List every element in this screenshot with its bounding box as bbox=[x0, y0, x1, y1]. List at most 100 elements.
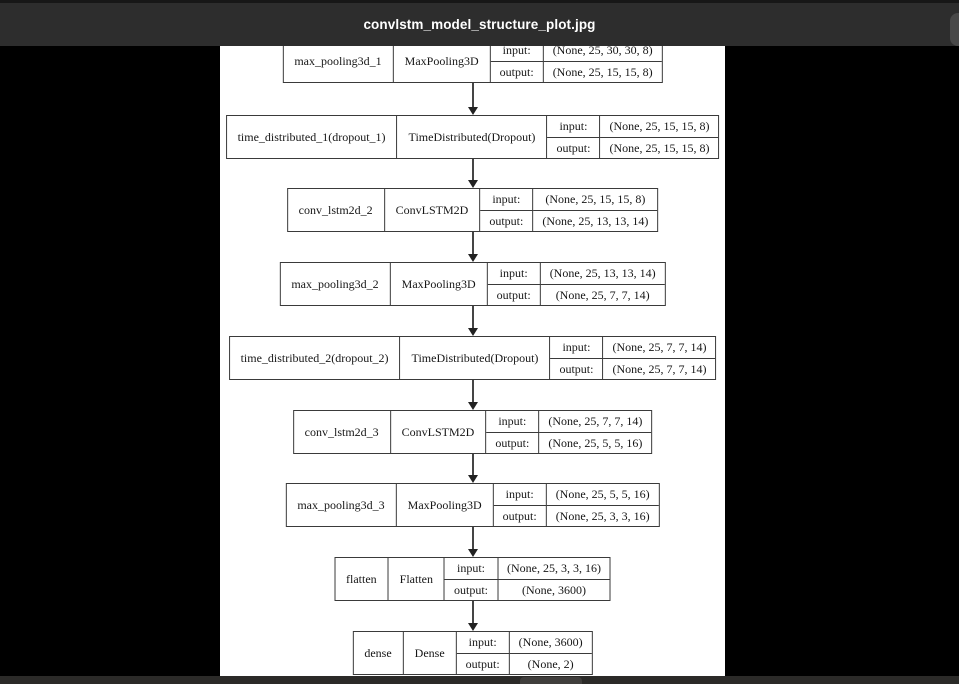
dock-item[interactable] bbox=[520, 677, 582, 684]
layer-type-cell: MaxPooling3D bbox=[392, 46, 491, 82]
flow-arrow bbox=[467, 380, 479, 410]
window-title: convlstm_model_structure_plot.jpg bbox=[363, 17, 596, 32]
output-label-cell: output: bbox=[456, 653, 510, 674]
output-label-cell: output: bbox=[550, 358, 604, 379]
arrow-head-icon bbox=[467, 254, 478, 262]
output-label-cell: output: bbox=[493, 505, 547, 526]
output-label-cell: output: bbox=[487, 284, 541, 305]
arrow-shaft bbox=[471, 232, 474, 256]
arrow-shaft bbox=[471, 527, 474, 551]
layer-name-cell: conv_lstm2d_3 bbox=[304, 424, 379, 439]
arrow-shaft bbox=[471, 380, 474, 404]
taskbar bbox=[0, 676, 959, 684]
layer-node: max_pooling3d_3 MaxPooling3D input: (Non… bbox=[285, 483, 660, 527]
output-shape-cell: (None, 25, 3, 3, 16) bbox=[546, 505, 659, 526]
layer-name-cell: time_distributed_1(dropout_1) bbox=[237, 129, 386, 144]
layer-type-cell: ConvLSTM2D bbox=[389, 411, 487, 453]
layer-type-cell: TimeDistributed(Dropout) bbox=[399, 337, 551, 379]
input-shape-cell: (None, 3600) bbox=[518, 635, 583, 649]
layer-name-cell: dense bbox=[364, 645, 392, 660]
input-shape-cell: (None, 25, 7, 7, 14) bbox=[548, 414, 643, 428]
input-label-cell: input: bbox=[457, 632, 510, 653]
input-shape-cell: (None, 25, 5, 5, 16) bbox=[555, 487, 650, 501]
output-shape-cell: (None, 25, 7, 7, 14) bbox=[540, 284, 665, 305]
io-table: input: (None, 25, 5, 5, 16) output: (Non… bbox=[493, 484, 659, 526]
output-label-cell: output: bbox=[444, 579, 499, 600]
io-table: input: (None, 25, 7, 7, 14) output: (Non… bbox=[550, 337, 716, 379]
input-shape-cell: (None, 25, 3, 3, 16) bbox=[507, 561, 601, 575]
arrow-shaft bbox=[471, 306, 474, 330]
layer-type-cell: TimeDistributed(Dropout) bbox=[396, 116, 548, 158]
flow-arrow bbox=[467, 306, 479, 336]
layer-type-cell: MaxPooling3D bbox=[389, 263, 488, 305]
layer-node: max_pooling3d_2 MaxPooling3D input: (Non… bbox=[279, 262, 666, 306]
layer-name-cell: time_distributed_2(dropout_2) bbox=[240, 350, 389, 365]
arrow-head-icon bbox=[467, 107, 478, 115]
input-label-cell: input: bbox=[494, 484, 547, 505]
layer-name-cell: max_pooling3d_3 bbox=[297, 497, 385, 512]
flow-arrow bbox=[467, 83, 479, 115]
output-label-cell: output: bbox=[547, 137, 601, 158]
flow-arrow bbox=[467, 601, 479, 631]
header-menu-button[interactable] bbox=[950, 13, 959, 46]
arrow-head-icon bbox=[467, 402, 478, 410]
input-label-cell: input: bbox=[445, 558, 499, 579]
arrow-head-icon bbox=[467, 180, 478, 188]
layer-name-cell: max_pooling3d_2 bbox=[291, 276, 379, 291]
output-label-cell: output: bbox=[480, 210, 534, 231]
layer-node: flatten Flatten input: (None, 25, 3, 3, … bbox=[334, 557, 611, 601]
io-table: input: (None, 25, 3, 3, 16) output: (Non… bbox=[444, 558, 610, 600]
output-shape-cell: (None, 25, 15, 15, 8) bbox=[600, 137, 719, 158]
titlebar[interactable]: convlstm_model_structure_plot.jpg bbox=[0, 3, 959, 46]
output-label-cell: output: bbox=[486, 432, 540, 453]
input-shape-cell: (None, 25, 13, 13, 14) bbox=[549, 266, 656, 280]
input-label-cell: input: bbox=[488, 263, 541, 284]
output-label-cell: output: bbox=[490, 61, 544, 82]
io-table: input: (None, 25, 15, 15, 8) output: (No… bbox=[547, 116, 719, 158]
arrow-shaft bbox=[471, 159, 474, 182]
io-table: input: (None, 3600) output: (None, 2) bbox=[456, 632, 592, 674]
io-table: input: (None, 25, 15, 15, 8) output: (No… bbox=[480, 189, 658, 231]
arrow-shaft bbox=[471, 454, 474, 477]
layer-node: conv_lstm2d_2 ConvLSTM2D input: (None, 2… bbox=[286, 188, 659, 232]
output-shape-cell: (None, 25, 7, 7, 14) bbox=[603, 358, 716, 379]
input-shape-cell: (None, 25, 7, 7, 14) bbox=[612, 340, 707, 354]
layer-type-cell: MaxPooling3D bbox=[395, 484, 494, 526]
layer-node: max_pooling3d_1 MaxPooling3D input: (Non… bbox=[282, 46, 663, 83]
image-canvas: max_pooling3d_1 MaxPooling3D input: (Non… bbox=[220, 46, 725, 676]
layer-type-cell: ConvLSTM2D bbox=[383, 189, 481, 231]
io-table: input: (None, 25, 7, 7, 14) output: (Non… bbox=[486, 411, 652, 453]
arrow-head-icon bbox=[467, 328, 478, 336]
layer-node: time_distributed_1(dropout_1) TimeDistri… bbox=[225, 115, 720, 159]
input-label-cell: input: bbox=[486, 411, 540, 432]
screen-top-edge bbox=[0, 0, 959, 3]
arrow-shaft bbox=[471, 83, 474, 109]
input-shape-cell: (None, 25, 15, 15, 8) bbox=[545, 192, 646, 206]
layer-node: time_distributed_2(dropout_2) TimeDistri… bbox=[228, 336, 717, 380]
output-shape-cell: (None, 2) bbox=[509, 653, 592, 674]
layer-name-cell: max_pooling3d_1 bbox=[294, 53, 382, 68]
flow-arrow bbox=[467, 454, 479, 483]
arrow-head-icon bbox=[467, 475, 478, 483]
input-label-cell: input: bbox=[547, 116, 601, 137]
io-table: input: (None, 25, 30, 30, 8) output: (No… bbox=[490, 46, 662, 82]
flow-arrow bbox=[467, 159, 479, 188]
input-label-cell: input: bbox=[480, 189, 534, 210]
input-label-cell: input: bbox=[491, 46, 544, 61]
layer-name-cell: flatten bbox=[346, 571, 377, 586]
arrow-head-icon bbox=[467, 623, 478, 631]
layer-type-cell: Flatten bbox=[387, 558, 445, 600]
input-shape-cell: (None, 25, 30, 30, 8) bbox=[552, 46, 653, 57]
arrow-head-icon bbox=[467, 549, 478, 557]
layer-node: dense Dense input: (None, 3600) output: … bbox=[352, 631, 593, 675]
layer-node: conv_lstm2d_3 ConvLSTM2D input: (None, 2… bbox=[292, 410, 653, 454]
layer-name-cell: conv_lstm2d_2 bbox=[298, 202, 373, 217]
input-shape-cell: (None, 25, 15, 15, 8) bbox=[609, 119, 710, 133]
output-shape-cell: (None, 25, 5, 5, 16) bbox=[539, 432, 652, 453]
arrow-shaft bbox=[471, 601, 474, 625]
output-shape-cell: (None, 25, 15, 15, 8) bbox=[543, 61, 662, 82]
input-label-cell: input: bbox=[550, 337, 604, 358]
io-table: input: (None, 25, 13, 13, 14) output: (N… bbox=[487, 263, 665, 305]
output-shape-cell: (None, 25, 13, 13, 14) bbox=[533, 210, 658, 231]
flow-arrow bbox=[467, 232, 479, 262]
